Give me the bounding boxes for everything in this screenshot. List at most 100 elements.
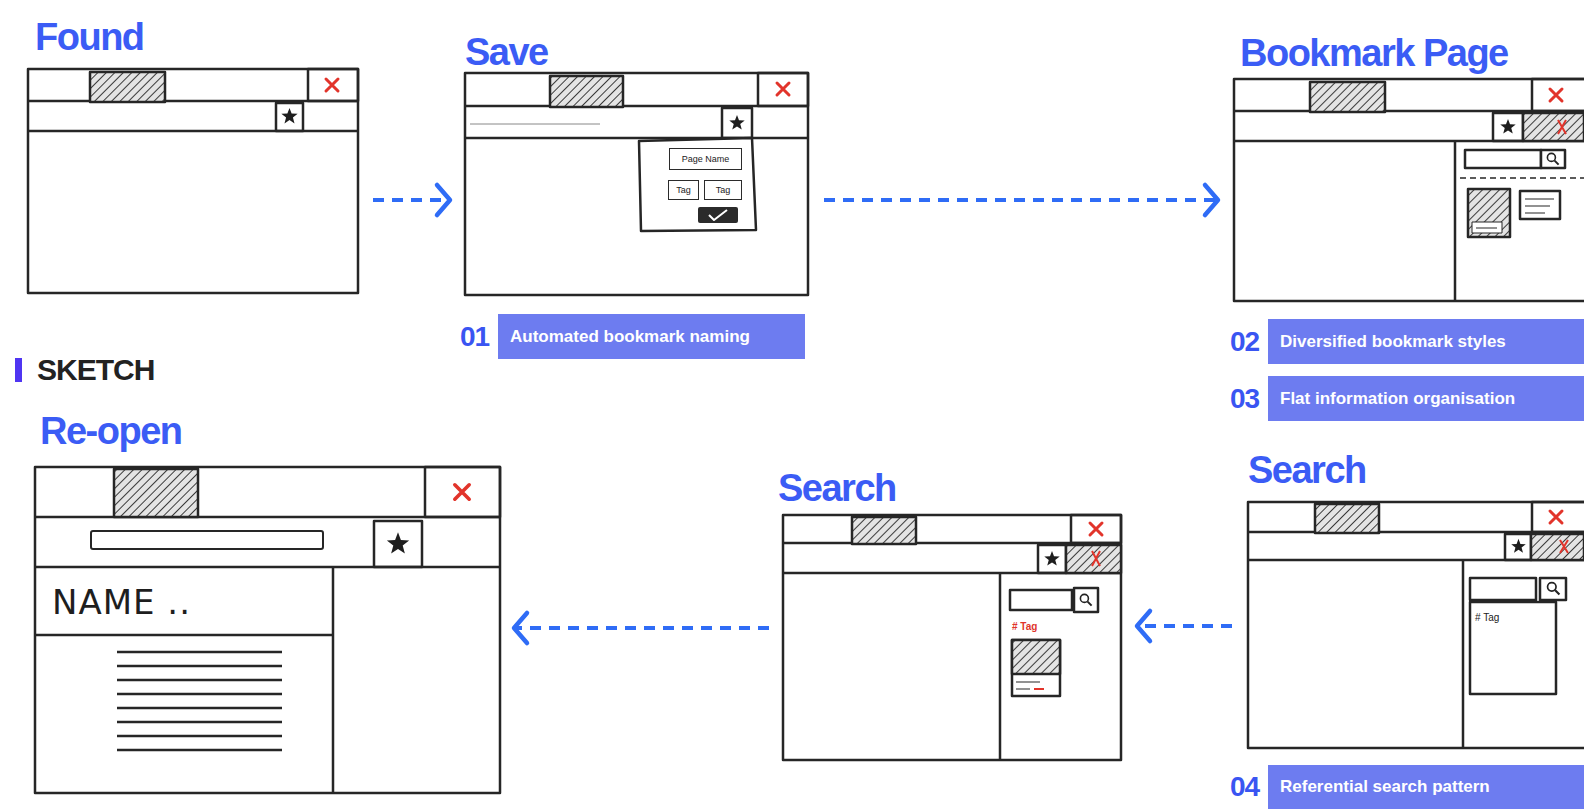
- close-cell: [1071, 515, 1121, 543]
- field-label: Tag: [716, 185, 731, 195]
- dashed-connector: [1139, 624, 1232, 628]
- close-icon: [1550, 511, 1562, 523]
- step-heading: Re-open: [40, 411, 182, 451]
- arrow-head: [1205, 185, 1218, 215]
- callout-number: 04: [1230, 772, 1268, 802]
- star-cell: [1038, 545, 1066, 573]
- bookmark-card: [1520, 191, 1560, 219]
- search-button: [1541, 150, 1565, 168]
- search-box: [1470, 578, 1536, 600]
- bookmarks-mark: [1560, 540, 1568, 553]
- hatched-tab: [1310, 82, 1385, 112]
- window-frame: [465, 73, 808, 295]
- callout-number: 02: [1230, 327, 1268, 357]
- arrow-head: [1137, 611, 1150, 641]
- toolbar-lines: [1248, 532, 1584, 748]
- feature-tag: 01Automated bookmark naming: [498, 314, 805, 359]
- bookmarks-mark: [1092, 551, 1100, 566]
- star-icon: [1044, 551, 1059, 566]
- browser-sketch-reopen: [35, 467, 500, 793]
- feature-tag: 04Referential search pattern: [1268, 765, 1584, 809]
- close-cell: [758, 73, 808, 106]
- callout-text: Referential search pattern: [1268, 777, 1490, 797]
- close-cell: [308, 69, 358, 101]
- step-heading: Search: [1248, 450, 1366, 490]
- close-cell: [425, 467, 500, 517]
- divider: [1460, 177, 1584, 179]
- section-label: SKETCH: [37, 354, 154, 386]
- bookmarks-mark: [1558, 120, 1566, 134]
- search-button: [1540, 578, 1566, 600]
- star-cell: [1493, 113, 1523, 141]
- search-box: [1010, 590, 1072, 610]
- star-cell: [276, 103, 303, 131]
- window-frame: [1248, 502, 1584, 748]
- search-icon: [1080, 594, 1091, 605]
- star-icon: [1500, 119, 1515, 134]
- callout-text: Flat information organisation: [1268, 389, 1515, 409]
- hatched-tab: [550, 76, 623, 107]
- bookmarks-icon: [1531, 534, 1584, 560]
- browser-sketch-bookmark-page: [1234, 79, 1584, 301]
- bookmarks-icon: [1523, 113, 1584, 141]
- flow-arrow: [373, 185, 450, 215]
- search-box: [1465, 150, 1541, 168]
- toolbar-lines: [465, 106, 808, 138]
- step-heading: Save: [465, 32, 548, 72]
- page-title-sketch: NAME ..: [52, 582, 191, 622]
- step-heading: Found: [35, 17, 144, 57]
- browser-sketch-search-result: [783, 515, 1121, 760]
- window-frame: [1234, 79, 1584, 301]
- window-frame: [783, 515, 1121, 760]
- close-cell: [1532, 79, 1584, 111]
- tag-panel: [1470, 602, 1556, 694]
- dashed-connector: [373, 198, 448, 202]
- storyboard-step: Bookmark Page: [1234, 79, 1584, 301]
- toolbar-lines: [35, 517, 500, 793]
- toolbar-lines: [783, 543, 1121, 760]
- bookmark-card: [1468, 189, 1510, 237]
- flow-arrow: [1137, 611, 1232, 641]
- card-scribble: [1016, 682, 1040, 689]
- window-frame: [28, 69, 358, 293]
- arrow-head: [514, 613, 527, 643]
- bookmarks-icon: [1066, 545, 1121, 573]
- card-scribble: [1476, 199, 1554, 228]
- dashed-connector: [824, 198, 1216, 202]
- callout-text: Diversified bookmark styles: [1268, 332, 1506, 352]
- search-button: [1074, 588, 1098, 612]
- arrow-head: [437, 185, 450, 215]
- confirm-button: [698, 207, 738, 223]
- storyboard-step: Found: [28, 69, 358, 293]
- browser-sketch-search-tag: [1248, 502, 1584, 748]
- card-thumbnail: [1012, 640, 1060, 674]
- search-icon: [1548, 583, 1560, 595]
- input-field: Tag: [704, 180, 742, 200]
- feature-tag: 02Diversified bookmark styles: [1268, 319, 1584, 364]
- star-icon: [281, 108, 297, 123]
- page-text-lines: [117, 652, 282, 750]
- callout-number: 03: [1230, 384, 1268, 414]
- tag-label: # Tag: [1475, 612, 1499, 624]
- dashed-connector: [516, 626, 769, 630]
- storyboard-step: Re-open: [35, 467, 500, 793]
- feature-tag: 03Flat information organisation: [1268, 376, 1584, 421]
- star-cell: [1505, 534, 1531, 560]
- input-field: Tag: [668, 180, 699, 200]
- storyboard-step: Search: [783, 515, 1121, 760]
- flow-arrow: [514, 613, 769, 643]
- toolbar-lines: [1234, 111, 1584, 301]
- toolbar-lines: [28, 101, 358, 131]
- star-cell: [374, 521, 422, 567]
- hatched-tab: [852, 517, 916, 544]
- callout-number: 01: [460, 322, 498, 352]
- close-icon: [777, 83, 789, 95]
- close-cell: [1532, 502, 1584, 532]
- tag-label: # Tag: [1012, 621, 1037, 633]
- browser-sketch-found: [28, 69, 358, 293]
- save-popup: [639, 138, 756, 231]
- star-icon: [387, 532, 409, 553]
- flow-arrow: [824, 185, 1218, 215]
- star-cell: [722, 108, 752, 138]
- step-heading: Search: [778, 468, 896, 508]
